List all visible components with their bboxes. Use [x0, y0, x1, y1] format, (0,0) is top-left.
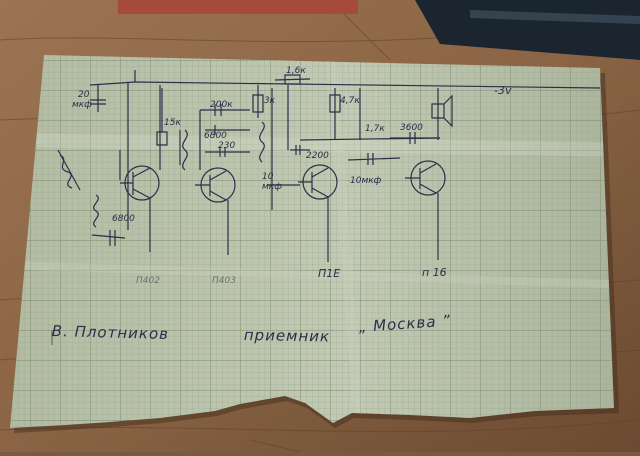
label-cap-20: 20 — [78, 90, 90, 100]
label-c-200: 200к — [210, 100, 233, 110]
caption-word: приемник — [243, 326, 331, 346]
label-c-6800b: 6800 — [112, 214, 135, 224]
label-r-4-7k: 4,7к — [340, 96, 360, 106]
label-r-1-7k: 1,7к — [365, 124, 385, 134]
label-t1: П402 — [136, 276, 160, 286]
label-r-15k: 15к — [164, 118, 181, 128]
caption-author: В. Плотников — [51, 322, 170, 344]
label-t2: П403 — [212, 276, 236, 286]
label-t3: П1Е — [318, 267, 341, 280]
label-c-10a: 10 — [262, 172, 274, 182]
graph-paper — [10, 55, 614, 428]
label-c-230: 230 — [218, 141, 236, 151]
label-cap-20-unit: мкф — [72, 100, 92, 110]
label-c-10b: 10мкф — [350, 176, 382, 186]
label-c-3600: 3600 — [400, 123, 423, 133]
label-t4: п 16 — [422, 266, 447, 279]
red-object — [118, 0, 358, 14]
label-supply: -3v — [494, 84, 512, 97]
label-c-2200: 2200 — [306, 151, 329, 161]
label-r-1-6k: 1,6к — [286, 66, 306, 76]
label-c-6800a: 6800 — [204, 131, 227, 141]
schematic-drawing — [57, 70, 601, 262]
label-r-3k: 3к — [264, 96, 276, 106]
label-c-10a-unit: мкф — [262, 182, 282, 192]
